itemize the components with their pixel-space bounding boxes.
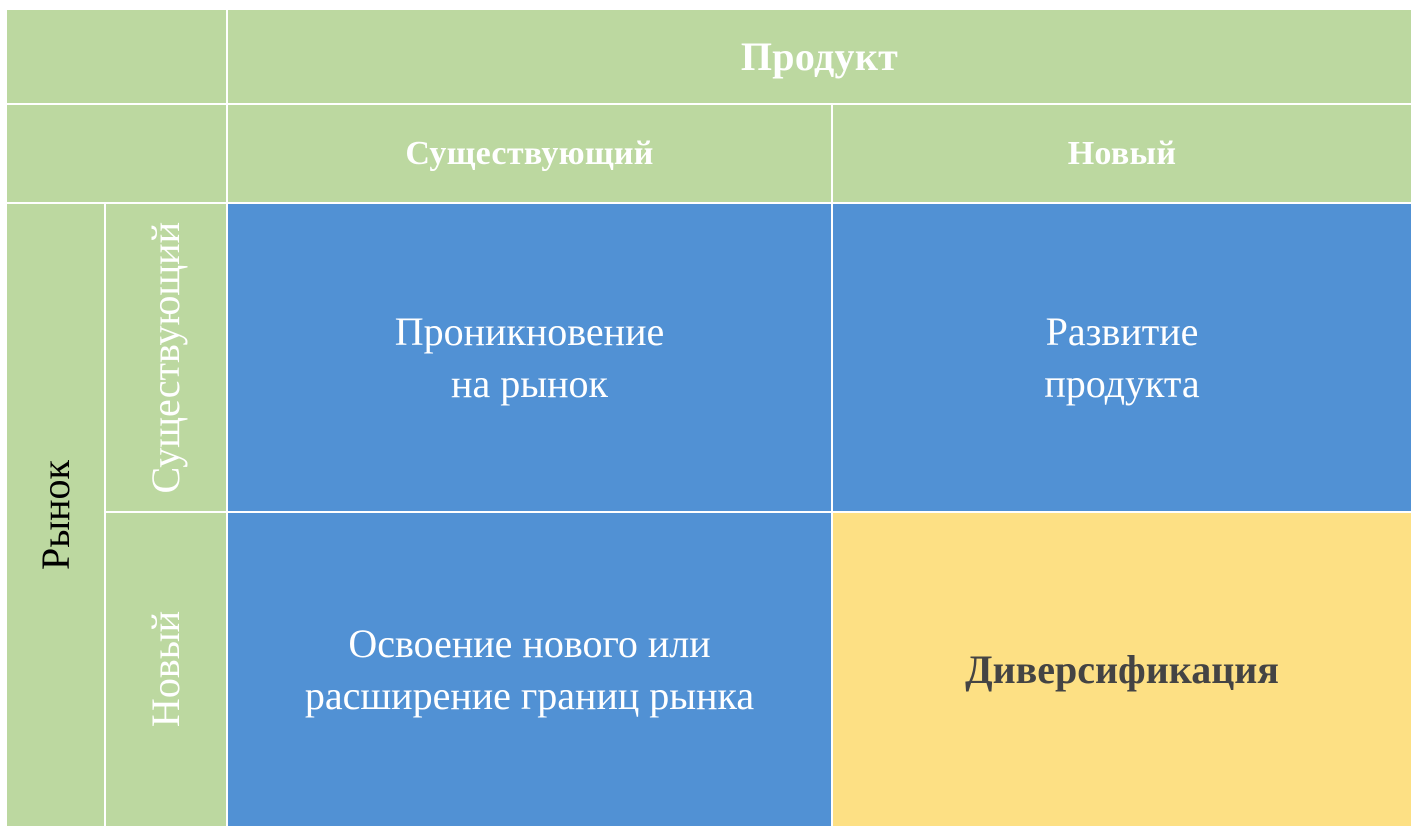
quadrant-market-penetration-line2: на рынок xyxy=(451,360,608,406)
quadrant-market-penetration-line1: Проникновение xyxy=(394,309,665,355)
ansoff-matrix: Продукт Существующий Новый Рынок Существ… xyxy=(7,10,1411,826)
quadrant-product-development: Развитие продукта xyxy=(833,204,1411,511)
market-row-header-existing: Существующий xyxy=(106,204,226,511)
product-column-header-existing: Существующий xyxy=(228,105,831,202)
quadrant-market-development: Освоение нового или расширение границ ры… xyxy=(228,513,831,826)
market-row-header-existing-text: Существующий xyxy=(143,221,188,494)
quadrant-market-penetration: Проникновение на рынок xyxy=(228,204,831,511)
quadrant-product-development-line1: Развитие xyxy=(1045,309,1199,355)
quadrant-diversification: Диверсификация xyxy=(833,513,1411,826)
product-axis-title: Продукт xyxy=(228,10,1411,103)
quadrant-market-development-line1: Освоение нового или xyxy=(348,621,711,667)
quadrant-diversification-line1: Диверсификация xyxy=(965,646,1279,692)
market-row-header-new-text: Новый xyxy=(143,611,188,728)
corner-blank-top xyxy=(7,10,226,103)
corner-blank-sub xyxy=(7,105,226,202)
quadrant-product-development-line2: продукта xyxy=(1044,360,1200,406)
quadrant-market-development-line2: расширение границ рынка xyxy=(304,672,755,718)
market-axis-title-text: Рынок xyxy=(32,460,78,570)
market-row-header-new: Новый xyxy=(106,513,226,826)
product-column-header-new: Новый xyxy=(833,105,1411,202)
market-axis-title: Рынок xyxy=(7,204,104,826)
